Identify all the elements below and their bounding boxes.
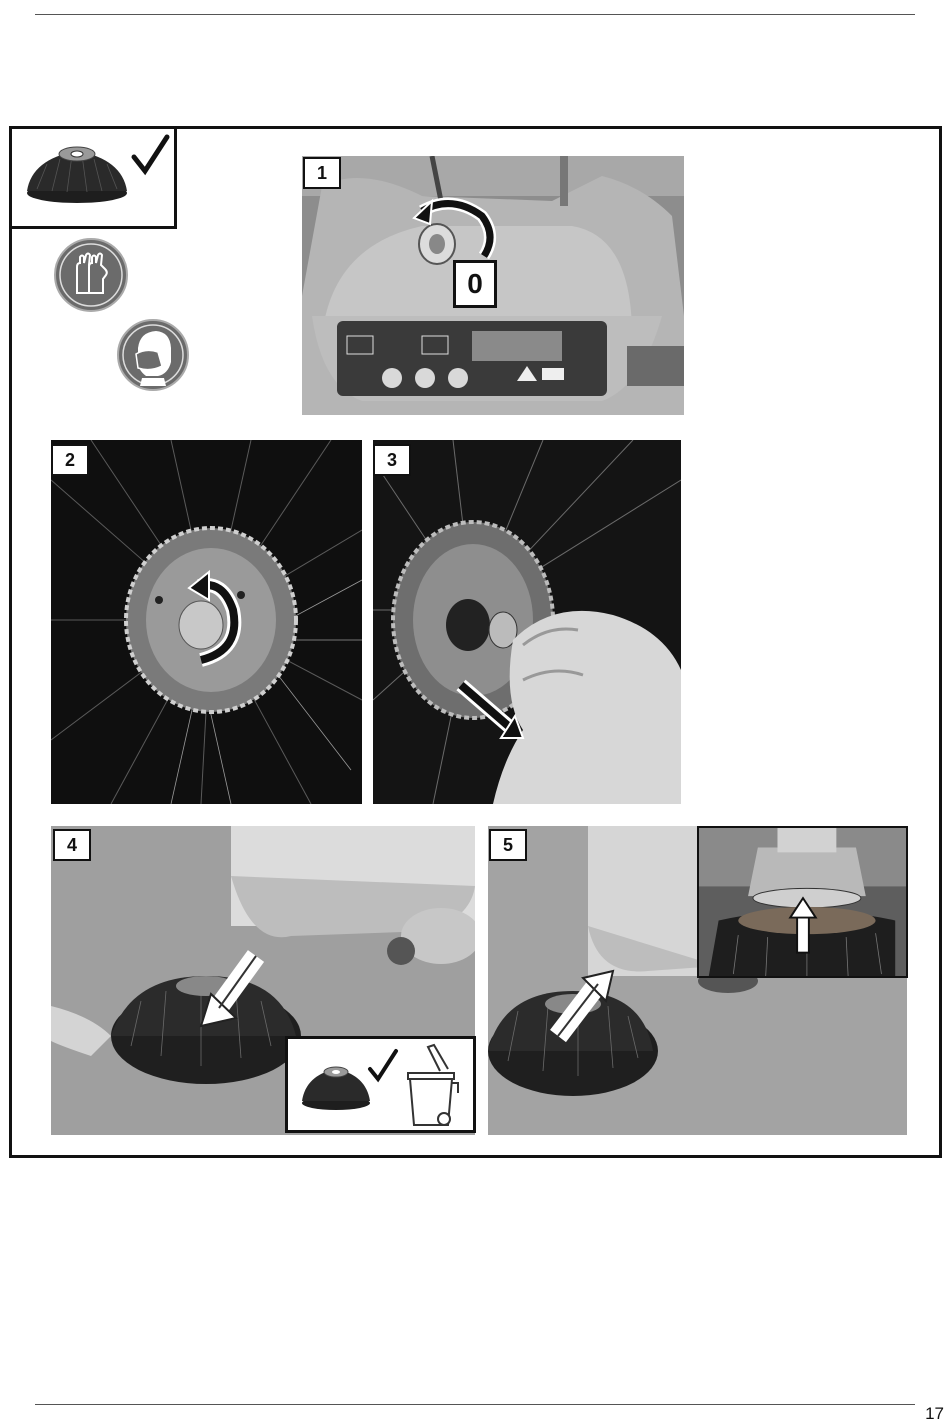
step-1-badge: 1: [303, 157, 341, 189]
brush-with-checkmark-icon: [296, 1045, 404, 1127]
step-2-badge: 2: [51, 444, 89, 476]
bottom-rule: [35, 1404, 915, 1405]
dust-mask-icon: [116, 318, 190, 392]
brush-ok-legend-box: [9, 126, 177, 229]
top-rule: [35, 14, 915, 15]
step-5-badge: 5: [489, 829, 527, 861]
disposal-inset: [285, 1036, 476, 1133]
key-position-label: 0: [453, 260, 497, 308]
brush-with-checkmark-icon: [12, 129, 174, 226]
step-3-badge: 3: [373, 444, 411, 476]
step-4-badge: 4: [53, 829, 91, 861]
protective-gloves-icon: [53, 237, 129, 313]
step-5-inset-brush-mount: [697, 826, 908, 978]
step-3-photo-remove-nut: [373, 440, 681, 804]
page-number: 17: [925, 1404, 944, 1424]
waste-bin-icon: [400, 1043, 462, 1129]
step-2-photo-brush-hub: [51, 440, 362, 804]
